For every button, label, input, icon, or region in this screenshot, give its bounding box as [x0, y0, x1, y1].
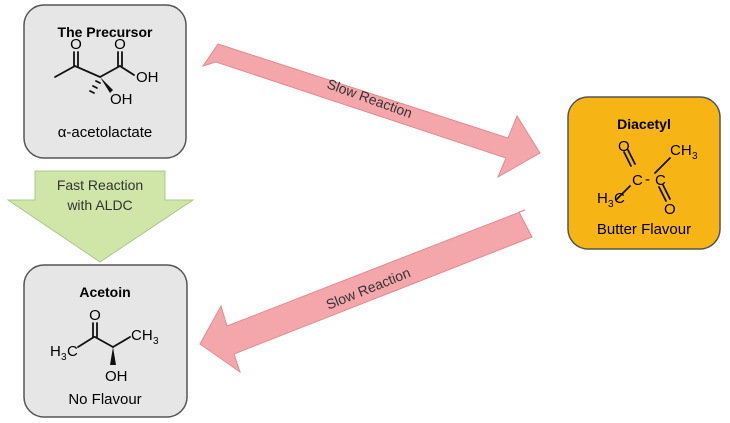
- acetoin-atom-oh: OH: [105, 368, 128, 385]
- diacetyl-title: Diacetyl: [617, 116, 671, 132]
- diacetyl-atom-h3c-h: H: [597, 190, 608, 207]
- precursor-subtitle: α-acetolactate: [58, 124, 153, 141]
- slow-reaction-arrow-bottom: Slow Reaction: [199, 209, 533, 374]
- precursor-atom-carboxyl-o: O: [114, 36, 126, 53]
- diacetyl-atom-o-upper: O: [618, 138, 630, 155]
- acetoin-atom-h3c-subscript: 3: [61, 352, 67, 363]
- diacetyl-atom-ch3-label: CH: [670, 142, 692, 159]
- diacetyl-atom-ch3-subscript: 3: [692, 151, 698, 162]
- precursor-atom-hydroxyl-oh: OH: [110, 91, 133, 108]
- precursor-title: The Precursor: [58, 24, 153, 40]
- diacetyl-atom-o-lower: O: [664, 201, 676, 218]
- diacetyl-node: Diacetyl O CH 3 C - C H 3 C O Butter Fla…: [567, 96, 721, 250]
- precursor-atom-ketone-o: O: [70, 36, 82, 53]
- fast-reaction-arrow-shape: [6, 170, 195, 263]
- fast-reaction-label-line1: Fast Reaction: [57, 177, 143, 193]
- acetoin-title: Acetoin: [79, 284, 130, 300]
- precursor-structure: O O OH OH: [54, 36, 159, 108]
- acetoin-box: [23, 264, 188, 418]
- precursor-wedge: [100, 77, 113, 93]
- acetoin-structure: O H 3 C CH 3 OH: [50, 307, 159, 385]
- diacetyl-box: [567, 96, 721, 250]
- diacetyl-atom-h3c-c: C: [614, 190, 625, 207]
- acetoin-atom-h3c-h: H: [50, 343, 61, 360]
- fast-reaction-label-line2: with ALDC: [66, 197, 132, 213]
- diacetyl-structure: O CH 3 C - C H 3 C O: [597, 138, 698, 218]
- diacetyl-atom-c-left: C: [632, 172, 643, 189]
- acetoin-atom-ch3-label: CH: [131, 327, 153, 344]
- diacetyl-subtitle: Butter Flavour: [597, 221, 691, 238]
- slow-reaction-arrow-top: Slow Reaction: [201, 43, 541, 179]
- acetoin-subtitle: No Flavour: [68, 391, 141, 408]
- acetoin-node: Acetoin O H 3 C CH 3 OH No Flavour: [23, 264, 188, 418]
- precursor-atom-carboxyl-oh: OH: [136, 69, 159, 86]
- slow-reaction-arrow-bottom-shape: [199, 209, 533, 374]
- acetoin-atom-h3c-c: C: [67, 343, 78, 360]
- diacetyl-atom-h3c-subscript: 3: [608, 199, 614, 210]
- slow-reaction-arrow-top-shape: [201, 43, 541, 179]
- acetoin-wedge: [110, 347, 116, 365]
- precursor-node: The Precursor O O OH OH α-acetolactate: [23, 4, 187, 159]
- diacetyl-atom-c-right: C: [655, 172, 666, 189]
- diacetyl-bond-cc: -: [645, 171, 650, 188]
- precursor-box: [23, 4, 187, 159]
- acetoin-atom-o: O: [89, 307, 101, 324]
- acetoin-atom-ch3-subscript: 3: [153, 336, 159, 347]
- fast-reaction-arrow: Fast Reaction with ALDC: [6, 170, 195, 263]
